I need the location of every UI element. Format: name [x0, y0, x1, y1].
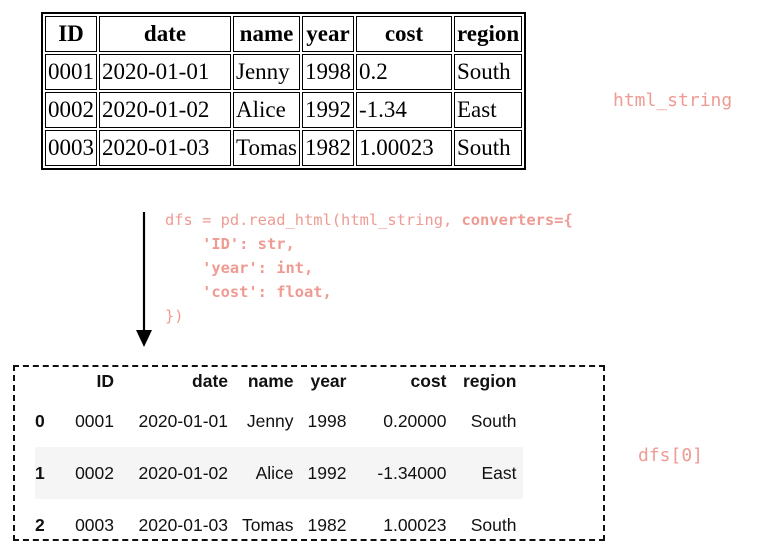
- html-table: ID date name year cost region 0001 2020-…: [41, 12, 527, 170]
- df-col-header: region: [463, 370, 517, 391]
- df-cell: 1982: [307, 514, 347, 535]
- html-cell: 2020-01-02: [99, 92, 231, 128]
- code-line-1-keyword: converters={: [461, 211, 573, 229]
- df-cell: 1992: [307, 462, 347, 483]
- html-cell: Jenny: [233, 54, 300, 90]
- html-col-header: cost: [356, 16, 452, 52]
- code-line-1-prefix: dfs = pd.read_html(html_string,: [165, 211, 462, 229]
- df-row: 2 0003 2020-01-03 Tomas 1982 1.00023 Sou…: [35, 499, 523, 551]
- df-cell: Tomas: [242, 514, 294, 535]
- html-cell: 2020-01-01: [99, 54, 231, 90]
- html-cell: Tomas: [233, 130, 300, 166]
- html-col-header: date: [99, 16, 231, 52]
- df-col-header: ID: [96, 370, 115, 391]
- df-col-header: date: [192, 370, 228, 391]
- df-cell: 1.00023: [383, 514, 447, 535]
- html-cell: East: [454, 92, 523, 128]
- html-table-row: 0001 2020-01-01 Jenny 1998 0.2 South: [45, 54, 523, 90]
- html-cell: 0.2: [356, 54, 452, 90]
- df-cell: East: [481, 462, 517, 483]
- code-line-5: }): [165, 307, 184, 325]
- df-row: 1 0002 2020-01-02 Alice 1992 -1.34000 Ea…: [35, 447, 524, 499]
- df-cell: -1.34000: [377, 462, 447, 483]
- df-row: 0 0001 2020-01-01 Jenny 1998 0.20000 Sou…: [35, 395, 523, 447]
- df-index: 1: [35, 462, 45, 483]
- df-header-row: ID date name year cost region: [35, 367, 523, 395]
- html-col-header: year: [302, 16, 354, 52]
- df-index-header: [35, 367, 65, 395]
- html-string-label: html_string: [613, 90, 733, 111]
- html-cell: 2020-01-03: [99, 130, 231, 166]
- df-cell: 2020-01-01: [138, 410, 228, 431]
- df-cell: Jenny: [246, 410, 294, 431]
- html-cell: 1982: [302, 130, 354, 166]
- code-line-2: 'ID': str,: [202, 235, 295, 253]
- df-cell: South: [470, 410, 517, 431]
- html-cell: 1992: [302, 92, 354, 128]
- html-cell: South: [454, 54, 523, 90]
- dfs-label: dfs[0]: [638, 445, 704, 466]
- df-col-header: name: [247, 370, 294, 391]
- html-col-header: ID: [45, 16, 97, 52]
- html-cell: 1.00023: [356, 130, 452, 166]
- html-col-header: region: [454, 16, 523, 52]
- df-col-header: year: [310, 370, 347, 391]
- html-cell: -1.34: [356, 92, 452, 128]
- html-cell: 0003: [45, 130, 97, 166]
- code-block: dfs = pd.read_html(html_string, converte…: [165, 208, 573, 328]
- html-cell: 0002: [45, 92, 97, 128]
- df-cell: 0001: [75, 410, 114, 431]
- df-cell: 1998: [307, 410, 347, 431]
- df-cell: Alice: [255, 462, 294, 483]
- html-cell: South: [454, 130, 523, 166]
- df-index: 2: [35, 514, 45, 535]
- df-cell: South: [470, 514, 517, 535]
- code-line-4: 'cost': float,: [202, 283, 332, 301]
- df-cell: 0003: [75, 514, 114, 535]
- df-cell: 2020-01-03: [138, 514, 228, 535]
- html-col-header: name: [233, 16, 300, 52]
- html-cell: 0001: [45, 54, 97, 90]
- code-line-3: 'year': int,: [202, 259, 314, 277]
- html-cell: 1998: [302, 54, 354, 90]
- df-col-header: cost: [410, 370, 447, 391]
- df-index: 0: [35, 410, 45, 431]
- dataframe-box: ID date name year cost region 0 0001 202…: [13, 365, 605, 541]
- df-cell: 2020-01-02: [138, 462, 228, 483]
- dataframe-table: ID date name year cost region 0 0001 202…: [35, 367, 524, 551]
- df-cell: 0.20000: [383, 410, 447, 431]
- html-table-row: 0003 2020-01-03 Tomas 1982 1.00023 South: [45, 130, 523, 166]
- html-table-row: 0002 2020-01-02 Alice 1992 -1.34 East: [45, 92, 523, 128]
- html-cell: Alice: [233, 92, 300, 128]
- html-table-header-row: ID date name year cost region: [45, 16, 523, 52]
- df-cell: 0002: [75, 462, 114, 483]
